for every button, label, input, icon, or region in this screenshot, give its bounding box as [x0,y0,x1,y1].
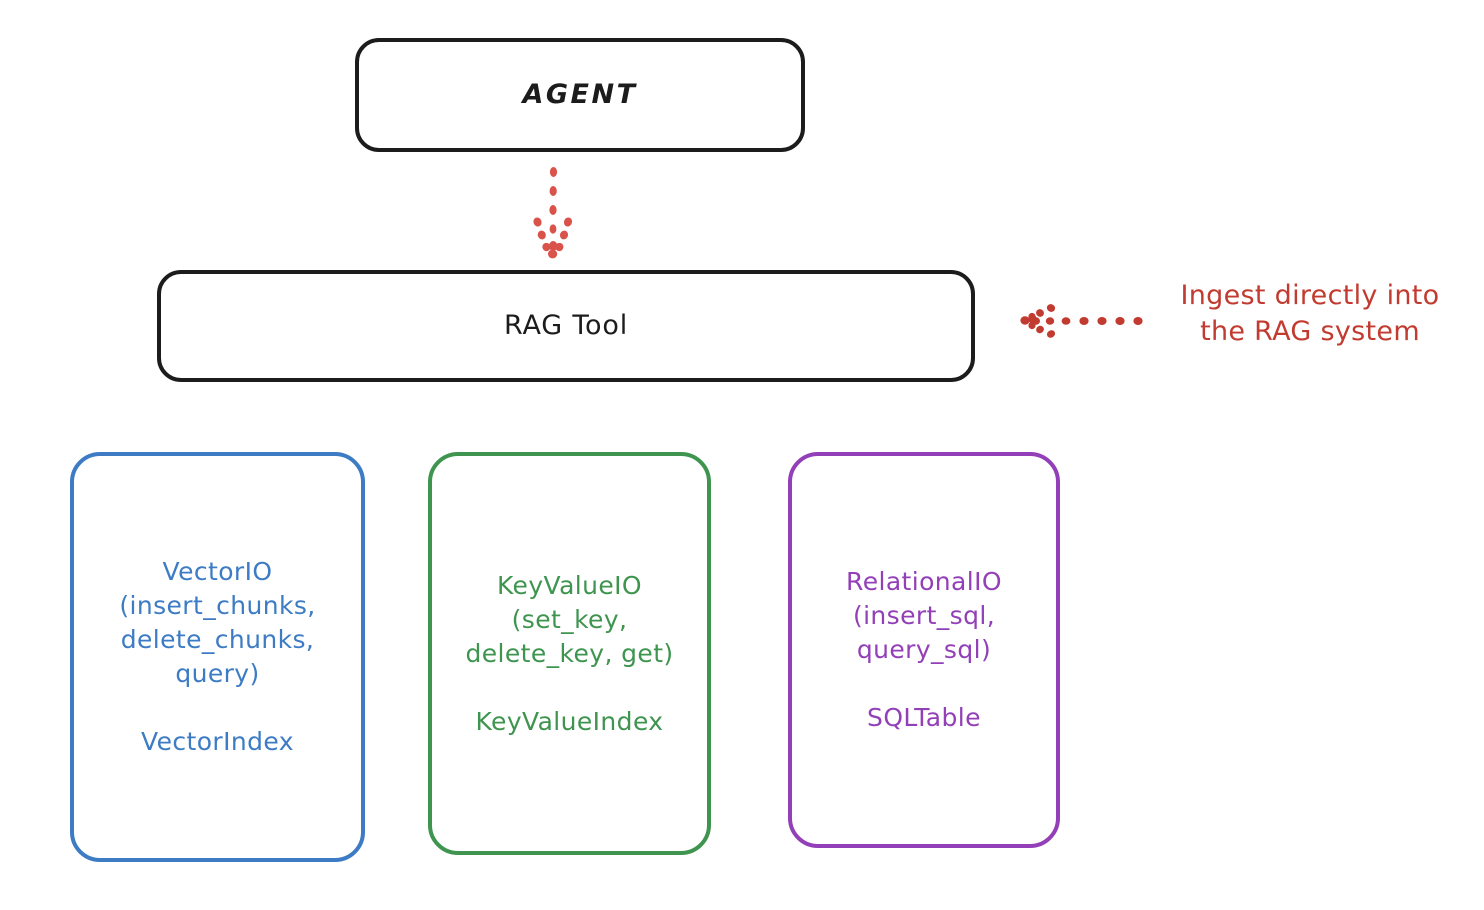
node-relational-io-index-label: SQLTable [867,703,981,732]
node-key-value-io[interactable]: KeyValueIO (set_key, delete_key, get) Ke… [428,452,711,855]
node-vector-io-api-label: VectorIO (insert_chunks, delete_chunks, … [119,557,316,688]
node-vector-io[interactable]: VectorIO (insert_chunks, delete_chunks, … [70,452,365,862]
node-key-value-io-api-label: KeyValueIO (set_key, delete_key, get) [465,570,674,668]
node-agent[interactable]: AGENT [355,38,805,152]
node-vector-io-index-label: VectorIndex [141,727,294,756]
connector-ingest-note-to-rag-tool [1018,296,1144,346]
connector-agent-to-rag-tool [521,160,585,260]
node-rag-tool-label: RAG Tool [503,310,628,342]
node-agent-label: AGENT [522,79,638,111]
node-key-value-io-index-label: KeyValueIndex [475,706,664,736]
node-relational-io[interactable]: RelationalIO (insert_sql, query_sql) SQL… [788,452,1060,848]
node-rag-tool[interactable]: RAG Tool [157,270,975,382]
node-relational-io-api-label: RelationalIO (insert_sql, query_sql) [846,567,1002,664]
annotation-ingest-note: Ingest directly into the RAG system [1180,280,1440,348]
